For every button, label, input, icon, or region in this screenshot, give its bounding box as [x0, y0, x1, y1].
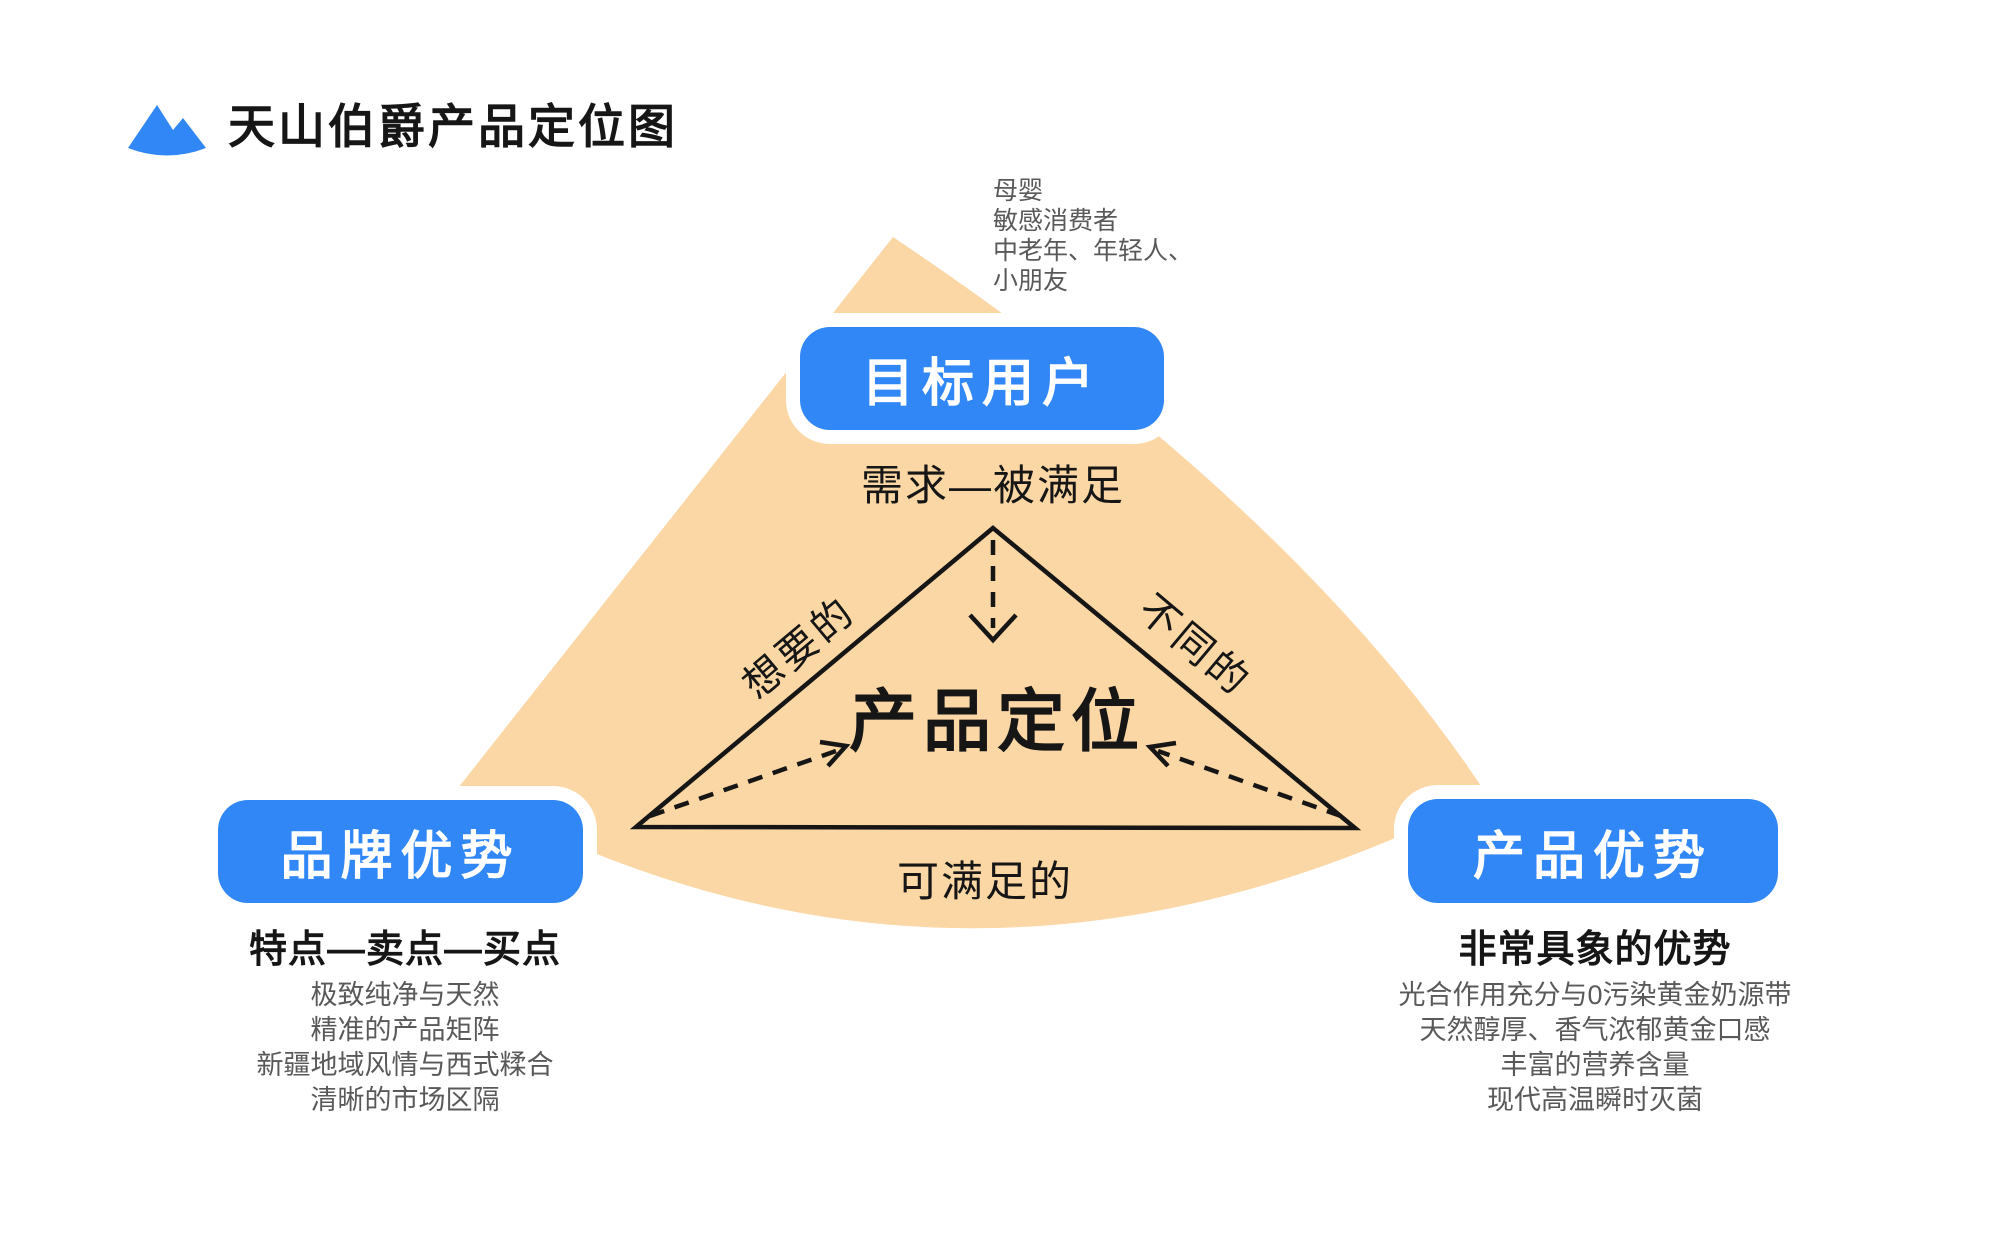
need-label: 需求—被满足: [860, 462, 1125, 509]
brand-advantage-item: 极致纯净与天然: [310, 980, 500, 1010]
audience-line: 小朋友: [993, 267, 1069, 295]
brand-advantage-item: 精准的产品矩阵: [310, 1015, 500, 1045]
product-advantage-badge: 产品优势: [1408, 799, 1778, 903]
target-users-badge: 目标用户: [800, 327, 1164, 430]
audience-line: 敏感消费者: [993, 207, 1119, 235]
bottom-edge-label: 可满足的: [896, 858, 1073, 905]
product-advantage-item: 现代高温瞬时灭菌: [1487, 1085, 1703, 1115]
brand-advantage-list: 极致纯净与天然 精准的产品矩阵 新疆地域风情与西式糅合 清晰的市场区隔: [150, 978, 660, 1118]
product-advantage-item: 天然醇厚、香气浓郁黄金口感: [1419, 1015, 1771, 1045]
fan-background-shape: [458, 237, 1487, 929]
audience-line: 母婴: [993, 177, 1044, 205]
right-dashed-arrow: [1145, 740, 1342, 819]
product-advantage-list: 光合作用充分与0污染黄金奶源带 天然醇厚、香气浓郁黄金口感 丰富的营养含量 现代…: [1340, 978, 1850, 1118]
center-title: 产品定位: [848, 684, 1145, 760]
brand-advantage-subtitle: 特点—卖点—买点: [248, 929, 561, 971]
brand-advantage-item: 新疆地域风情与西式糅合: [256, 1050, 554, 1080]
brand-advantage-item: 清晰的市场区隔: [310, 1085, 500, 1115]
mountain-icon: [128, 105, 206, 156]
top-dashed-arrow: [968, 540, 1018, 644]
audience-list: 母婴 敏感消费者 中老年、年轻人、 小朋友: [993, 176, 1193, 296]
positioning-triangle-outline: [629, 525, 1362, 831]
brand-advantage-badge: 品牌优势: [218, 800, 583, 903]
product-advantage-subtitle: 非常具象的优势: [1458, 929, 1732, 971]
audience-line: 中老年、年轻人、: [993, 237, 1194, 265]
product-advantage-item: 丰富的营养含量: [1500, 1050, 1690, 1080]
product-advantage-item: 光合作用充分与0污染黄金奶源带: [1398, 980, 1792, 1010]
left-dashed-arrow: [649, 739, 851, 819]
page-title: 天山伯爵产品定位图: [228, 100, 678, 153]
